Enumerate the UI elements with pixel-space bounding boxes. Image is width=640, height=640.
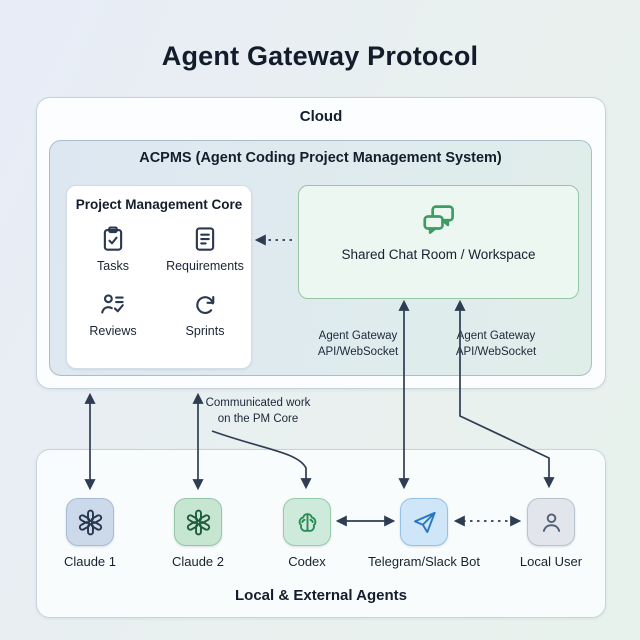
telegram-plane-icon [411,509,438,536]
note-line: on the PM Core [217,412,299,425]
pm-item-label: Requirements [166,259,244,273]
agent-telegram-slack-bot: Telegram/Slack Bot [366,498,482,570]
pm-core-grid: Tasks Requirements Reviews [67,224,251,338]
pm-core-box: Project Management Core Tasks Requiremen… [66,185,252,369]
pm-item-reviews: Reviews [67,289,159,338]
agent-label: Telegram/Slack Bot [368,554,480,569]
chat-room-label: Shared Chat Room / Workspace [341,247,536,262]
chat-bubbles-icon [420,200,458,238]
reviewer-check-icon [98,289,128,319]
openai-knot-icon [77,509,104,536]
gateway-label-line: Agent Gateway [318,330,398,342]
pm-core-title: Project Management Core [75,197,243,212]
cloud-label: Cloud [299,108,343,125]
agents-panel-label: Local & External Agents [235,587,407,604]
openai-knot-icon [185,509,212,536]
gateway-label-line: Agent Gateway [456,330,536,342]
pm-item-label: Reviews [89,324,137,338]
acpms-label: ACPMS (Agent Coding Project Management S… [139,150,502,166]
agent-icon-tile [527,498,575,546]
agent-label: Codex [288,554,326,569]
user-icon [538,509,565,536]
gateway-label-line: API/WebSocket [455,345,537,358]
agent-claude-1: Claude 1 [32,498,148,570]
pm-item-requirements: Requirements [159,224,251,273]
document-lines-icon [190,224,220,254]
gateway-label-line: API/WebSocket [317,345,399,358]
agent-local-user: Local User [493,498,609,570]
agent-icon-tile [66,498,114,546]
pm-item-label: Sprints [185,324,225,338]
agent-icon-tile [174,498,222,546]
agent-label: Claude 2 [171,554,225,569]
agent-label: Claude 1 [63,554,117,569]
note-line: Communicated work [205,397,311,409]
pm-item-tasks: Tasks [67,224,159,273]
page-title: Agent Gateway Protocol [161,41,479,71]
clipboard-check-icon [98,224,128,254]
chat-room-box: Shared Chat Room / Workspace [298,185,579,299]
cloud-container: Cloud ACPMS (Agent Coding Project Manage… [36,97,606,389]
communicated-work-note: Communicated work on the PM Core [178,396,338,427]
acpms-container: ACPMS (Agent Coding Project Management S… [49,140,592,376]
pm-item-sprints: Sprints [159,289,251,338]
brain-icon [294,509,321,536]
agent-icon-tile [283,498,331,546]
agent-codex: Codex [249,498,365,570]
agent-claude-2: Claude 2 [140,498,256,570]
sprint-cycle-icon [190,289,220,319]
agent-icon-tile [400,498,448,546]
agent-label: Local User [519,554,583,569]
pm-item-label: Tasks [97,259,129,273]
gateway-label-left: Agent Gateway API/WebSocket [298,329,418,360]
gateway-label-right: Agent Gateway API/WebSocket [436,329,556,360]
